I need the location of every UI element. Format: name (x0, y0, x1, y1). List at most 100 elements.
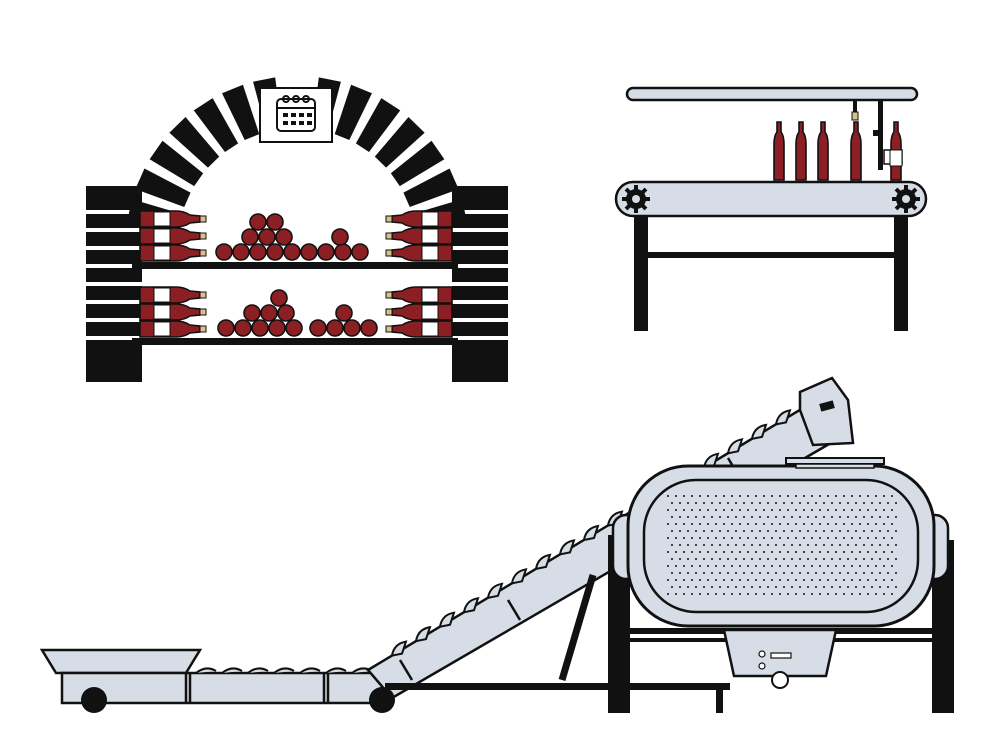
drum-hole (823, 586, 825, 588)
drum-hole (839, 558, 841, 560)
drum-hole (735, 516, 737, 518)
drum-hole (871, 516, 873, 518)
drum-hole (859, 593, 861, 595)
drum-hole (711, 544, 713, 546)
drum-hole (707, 593, 709, 595)
drum-hole (831, 516, 833, 518)
drum-hole (887, 586, 889, 588)
wine-rack-shelf-upper (132, 262, 458, 269)
drum-hole (783, 530, 785, 532)
drum-hole (683, 593, 685, 595)
drum-hole (763, 523, 765, 525)
drum-hole (835, 537, 837, 539)
gear-icon (620, 183, 652, 215)
drum-hole (755, 523, 757, 525)
drum-hole (879, 502, 881, 504)
drum-hole (767, 516, 769, 518)
feeder-paddle (299, 667, 321, 674)
drum-hole (855, 516, 857, 518)
drum-hole (667, 579, 669, 581)
filler-rail (625, 86, 919, 102)
drum-hole (791, 544, 793, 546)
drum-hole (747, 509, 749, 511)
drum-hole (779, 565, 781, 567)
drum-hole (691, 537, 693, 539)
drum-hole (855, 586, 857, 588)
drum-hole (847, 544, 849, 546)
drum-hole (679, 530, 681, 532)
drum-hole (767, 586, 769, 588)
drum-hole (811, 579, 813, 581)
drum-hole (735, 530, 737, 532)
drum-hole (727, 586, 729, 588)
feeder-paddle (247, 667, 269, 674)
drum-hole (775, 572, 777, 574)
drum-hole (807, 544, 809, 546)
drum-hole (675, 565, 677, 567)
drum-hole (863, 558, 865, 560)
drum-hole (671, 502, 673, 504)
drum-hole (803, 509, 805, 511)
drum-hole (687, 544, 689, 546)
drum-hole (719, 502, 721, 504)
drum-hole (763, 509, 765, 511)
drum-hole (799, 502, 801, 504)
drum-hole (715, 495, 717, 497)
drum-hole (803, 537, 805, 539)
arch-brick (334, 84, 372, 140)
drum-hole (679, 586, 681, 588)
drum-hole (695, 530, 697, 532)
drum-hole (691, 495, 693, 497)
drum-hole (799, 558, 801, 560)
drum-hole (671, 572, 673, 574)
drum-hole (711, 586, 713, 588)
drum-hole (831, 572, 833, 574)
drum-hole (811, 551, 813, 553)
drum-hole (755, 509, 757, 511)
press-control-box (722, 628, 838, 689)
drum-hole (807, 572, 809, 574)
drum-hole (743, 502, 745, 504)
drum-hole (743, 516, 745, 518)
drum-hole (699, 593, 701, 595)
drum-hole (691, 565, 693, 567)
drum-hole (883, 565, 885, 567)
drum-hole (895, 572, 897, 574)
drum-hole (859, 537, 861, 539)
drum-hole (835, 593, 837, 595)
drum-hole (831, 558, 833, 560)
drum-hole (839, 530, 841, 532)
drum-hole (843, 551, 845, 553)
drum-hole (795, 509, 797, 511)
drum-hole (803, 551, 805, 553)
drum-hole (843, 537, 845, 539)
drum-hole (703, 586, 705, 588)
drum-hole (703, 502, 705, 504)
drum-hole (867, 523, 869, 525)
bottle-stack-right-upper (385, 210, 453, 262)
press-loading-hatch (785, 457, 885, 469)
drum-hole (707, 537, 709, 539)
drum-hole (771, 579, 773, 581)
drum-hole (823, 516, 825, 518)
drum-hole (871, 544, 873, 546)
drum-hole (875, 537, 877, 539)
drum-hole (871, 558, 873, 560)
drum-hole (731, 551, 733, 553)
feeder-paddle (221, 667, 243, 674)
drum-hole (695, 544, 697, 546)
drum-hole (879, 572, 881, 574)
drum-hole (771, 495, 773, 497)
drum-hole (727, 572, 729, 574)
drum-hole (703, 572, 705, 574)
drum-hole (771, 565, 773, 567)
drum-hole (891, 495, 893, 497)
drum-hole (887, 530, 889, 532)
drum-hole (819, 523, 821, 525)
drum-hole (855, 502, 857, 504)
drum-hole (703, 558, 705, 560)
drum-hole (691, 509, 693, 511)
drum-hole (735, 586, 737, 588)
drum-hole (779, 551, 781, 553)
